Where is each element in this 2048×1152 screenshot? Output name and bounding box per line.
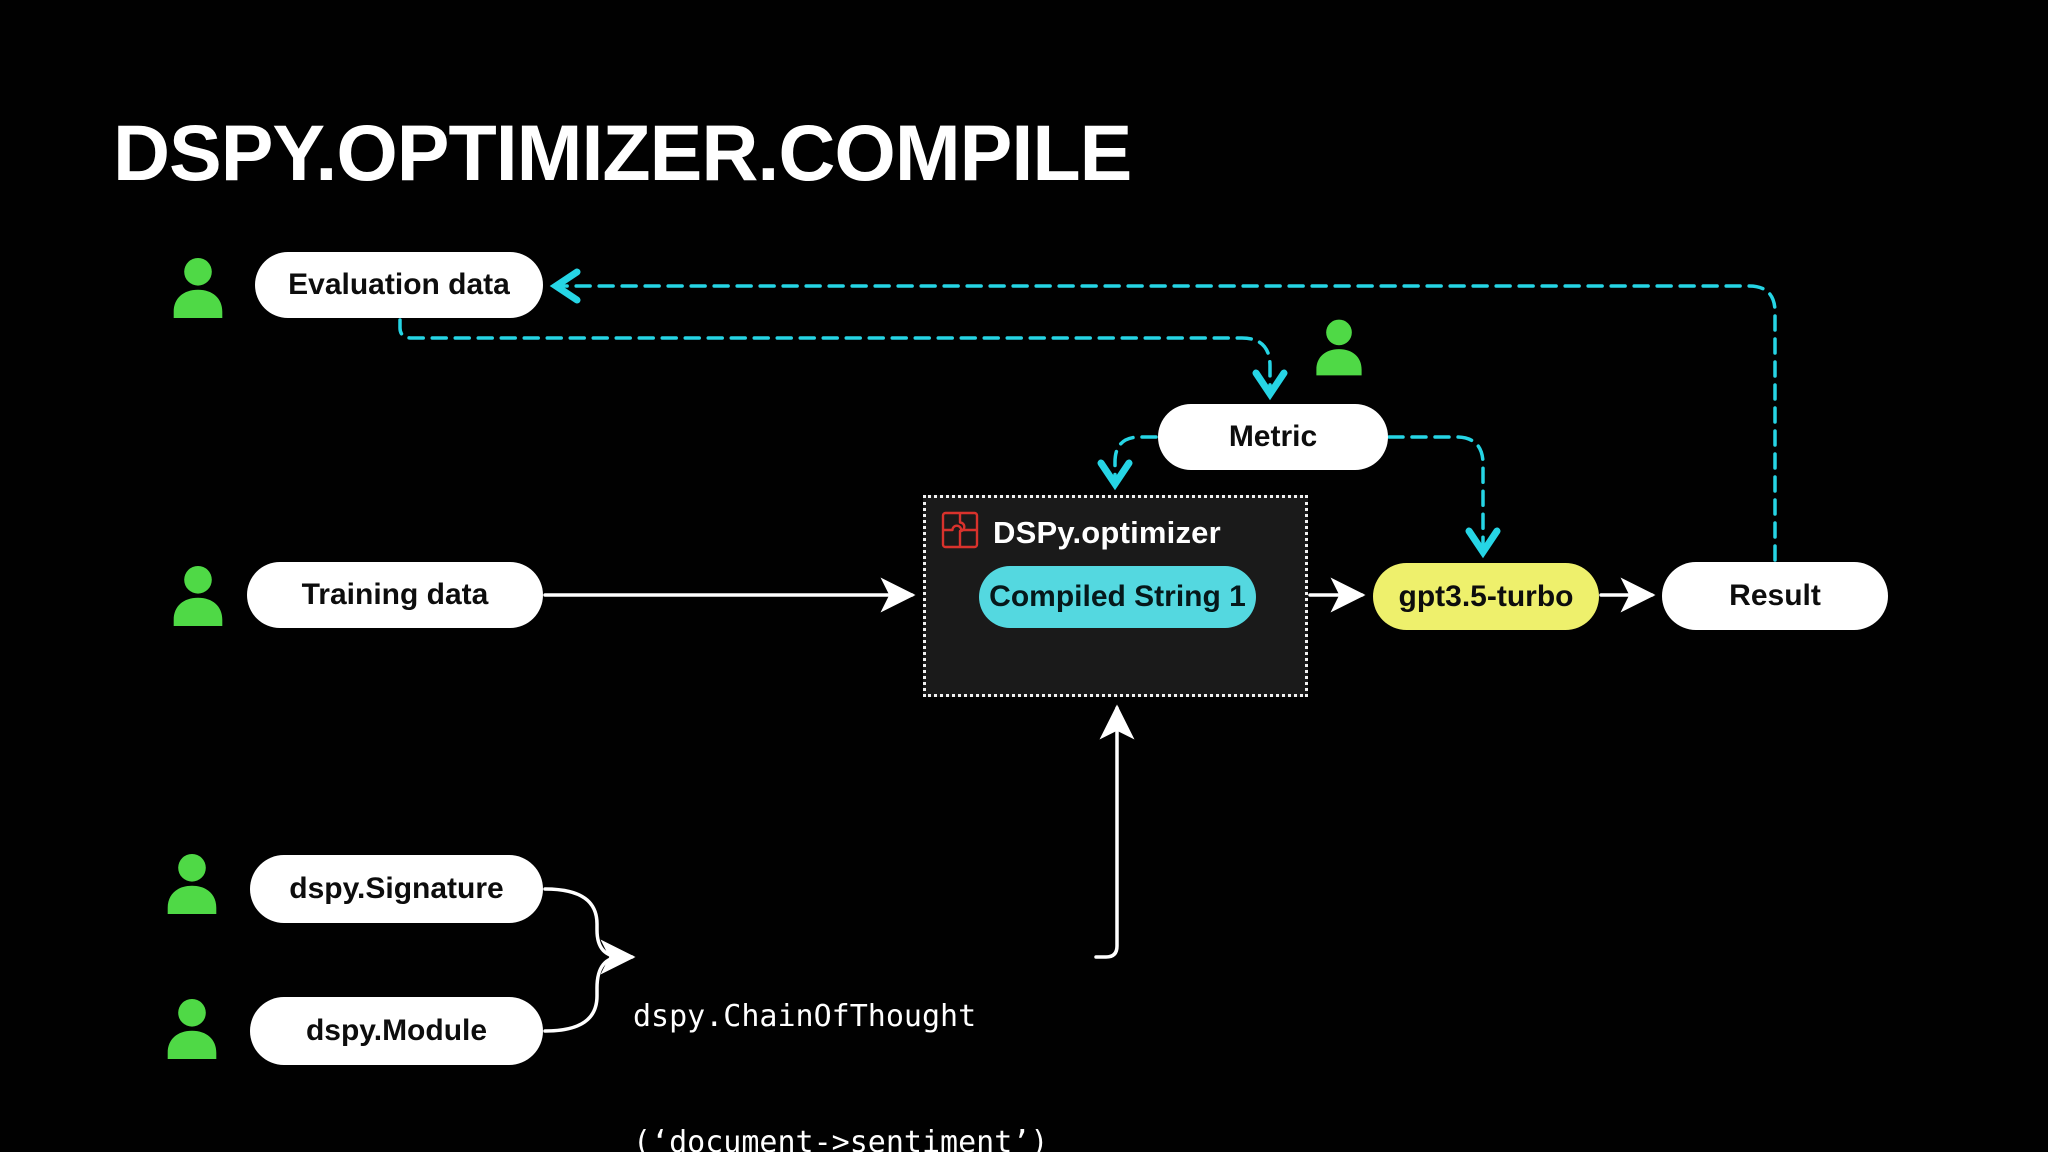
node-result: Result bbox=[1662, 562, 1888, 630]
node-compiled-string: Compiled String 1 bbox=[979, 566, 1256, 628]
connector-module-branch bbox=[543, 955, 624, 1033]
person-icon bbox=[154, 993, 230, 1065]
node-training-data: Training data bbox=[247, 562, 543, 628]
node-dspy-module: dspy.Module bbox=[250, 997, 543, 1065]
connector-chainofthought-to-optimizer bbox=[1094, 704, 1135, 959]
node-dspy-optimizer: DSPy.optimizer Compiled String 1 bbox=[923, 495, 1308, 697]
connector-metric-to-optimizer bbox=[1097, 435, 1158, 491]
person-icon bbox=[160, 252, 236, 324]
person-icon bbox=[154, 848, 230, 920]
node-metric: Metric bbox=[1158, 404, 1388, 470]
puzzle-icon bbox=[940, 510, 980, 555]
optimizer-label: DSPy.optimizer bbox=[993, 514, 1221, 550]
person-icon bbox=[160, 560, 236, 632]
connector-evaluation-data-to-metric bbox=[398, 318, 1288, 401]
node-evaluation-data: Evaluation data bbox=[255, 252, 543, 318]
code-line-2: (‘document->sentiment’) bbox=[633, 1125, 1049, 1152]
node-dspy-signature: dspy.Signature bbox=[250, 855, 543, 923]
connector-signature-branch bbox=[543, 887, 624, 959]
chainofthought-code: dspy.ChainOfThought (‘document->sentimen… bbox=[633, 912, 1048, 1152]
person-icon bbox=[1304, 314, 1374, 381]
page-title: DSPY.OPTIMIZER.COMPILE bbox=[113, 108, 1132, 197]
optimizer-header: DSPy.optimizer bbox=[940, 510, 1221, 555]
code-line-1: dspy.ChainOfThought bbox=[633, 999, 977, 1034]
node-gpt35-turbo: gpt3.5-turbo bbox=[1373, 563, 1599, 630]
connector-metric-to-gpt bbox=[1387, 435, 1501, 559]
